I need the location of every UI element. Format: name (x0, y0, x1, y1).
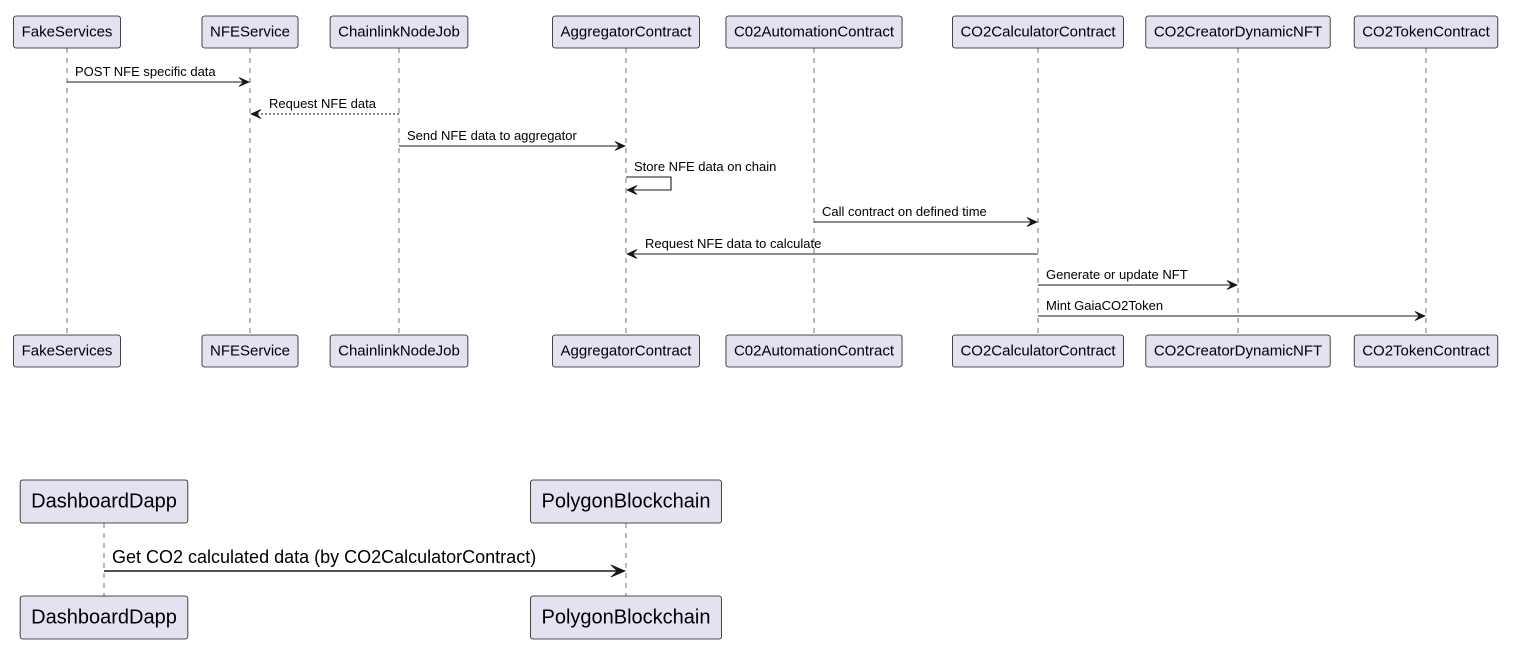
participant-box (952, 334, 1124, 368)
participant-label: ChainlinkNodeJob (338, 343, 460, 360)
message-label: Request NFE data (269, 96, 377, 111)
participant-label: AggregatorContract (561, 343, 693, 360)
participant-co2creatordynamicnft-bottom: CO2CreatorDynamicNFT (1145, 334, 1331, 368)
participant-chainlinknodejob-bottom: ChainlinkNodeJob (329, 334, 469, 368)
participant-box (13, 15, 121, 49)
participant-label: CO2CalculatorContract (960, 24, 1116, 41)
message-label: Send NFE data to aggregator (407, 128, 578, 143)
participant-fakeservices-bottom: FakeServices (13, 334, 121, 368)
participant-c02automationcontract-top: C02AutomationContract (725, 15, 903, 49)
message-label: Store NFE data on chain (634, 159, 776, 174)
arrowhead (626, 249, 638, 259)
participant-nfeservice-bottom: NFEService (201, 334, 299, 368)
arrowhead (1414, 311, 1426, 321)
participant-co2tokencontract-top: CO2TokenContract (1353, 15, 1499, 49)
arrowhead (1026, 217, 1038, 227)
message-8: Mint GaiaCO2Token (1038, 298, 1426, 321)
message-3: Send NFE data to aggregator (399, 128, 626, 151)
participant-box (19, 479, 189, 524)
participant-box (725, 15, 903, 49)
participant-label: AggregatorContract (561, 24, 693, 41)
participant-label: C02AutomationContract (734, 24, 895, 41)
arrowhead (626, 185, 638, 195)
arrowhead (238, 77, 250, 87)
participant-label: CO2CalculatorContract (960, 343, 1116, 360)
participant-label: CO2CreatorDynamicNFT (1154, 24, 1322, 41)
participant-label: CO2TokenContract (1362, 24, 1490, 41)
participant-box (1353, 15, 1499, 49)
sequence-diagram-dashboard: DashboardDappDashboardDappPolygonBlockch… (19, 479, 722, 640)
participant-label: PolygonBlockchain (542, 607, 711, 629)
participant-box (19, 595, 189, 640)
message-label: Request NFE data to calculate (645, 236, 821, 251)
participant-box (552, 15, 700, 49)
message-1: Get CO2 calculated data (by CO2Calculato… (104, 547, 627, 578)
message-label: Get CO2 calculated data (by CO2Calculato… (112, 547, 536, 567)
participant-box (329, 15, 469, 49)
participant-label: PolygonBlockchain (542, 491, 711, 513)
arrowhead (250, 109, 262, 119)
participant-co2calculatorcontract-bottom: CO2CalculatorContract (952, 334, 1124, 368)
participant-label: CO2TokenContract (1362, 343, 1490, 360)
participant-box (1145, 15, 1331, 49)
participant-box (329, 334, 469, 368)
message-4: Store NFE data on chain (626, 159, 776, 195)
participant-co2creatordynamicnft-top: CO2CreatorDynamicNFT (1145, 15, 1331, 49)
participant-box (201, 334, 299, 368)
participant-co2tokencontract-bottom: CO2TokenContract (1353, 334, 1499, 368)
participant-box (952, 15, 1124, 49)
message-6: Request NFE data to calculate (626, 236, 1038, 259)
participant-label: FakeServices (22, 24, 113, 41)
message-self-loop (626, 176, 672, 191)
participant-polygonblockchain-top: PolygonBlockchain (530, 479, 722, 524)
participant-box (1353, 334, 1499, 368)
participant-aggregatorcontract-bottom: AggregatorContract (552, 334, 700, 368)
message-2: Request NFE data (250, 96, 399, 119)
participant-box (725, 334, 903, 368)
message-1: POST NFE specific data (67, 64, 250, 87)
participant-fakeservices-top: FakeServices (13, 15, 121, 49)
participant-aggregatorcontract-top: AggregatorContract (552, 15, 700, 49)
message-label: Call contract on defined time (822, 204, 987, 219)
participant-box (1145, 334, 1331, 368)
participant-label: FakeServices (22, 343, 113, 360)
sequence-diagram-nfe-flow: FakeServicesFakeServicesNFEServiceNFESer… (13, 15, 1499, 368)
participant-polygonblockchain-bottom: PolygonBlockchain (530, 595, 722, 640)
message-label: Generate or update NFT (1046, 267, 1188, 282)
message-label: Mint GaiaCO2Token (1046, 298, 1163, 313)
participant-label: NFEService (210, 24, 290, 41)
participant-box (530, 479, 722, 524)
participant-label: NFEService (210, 343, 290, 360)
participant-label: ChainlinkNodeJob (338, 24, 460, 41)
participant-chainlinknodejob-top: ChainlinkNodeJob (329, 15, 469, 49)
arrowhead (1226, 280, 1238, 290)
participant-label: DashboardDapp (31, 607, 177, 629)
arrowhead (614, 141, 626, 151)
participant-box (13, 334, 121, 368)
participant-dashboarddapp-top: DashboardDapp (19, 479, 189, 524)
participant-dashboarddapp-bottom: DashboardDapp (19, 595, 189, 640)
participant-label: CO2CreatorDynamicNFT (1154, 343, 1322, 360)
participant-label: C02AutomationContract (734, 343, 895, 360)
participant-co2calculatorcontract-top: CO2CalculatorContract (952, 15, 1124, 49)
participant-box (552, 334, 700, 368)
message-label: POST NFE specific data (75, 64, 216, 79)
message-5: Call contract on defined time (814, 204, 1038, 227)
participant-box (530, 595, 722, 640)
arrowhead (610, 564, 627, 578)
participant-box (201, 15, 299, 49)
participant-label: DashboardDapp (31, 491, 177, 513)
message-7: Generate or update NFT (1038, 267, 1238, 290)
participant-nfeservice-top: NFEService (201, 15, 299, 49)
participant-c02automationcontract-bottom: C02AutomationContract (725, 334, 903, 368)
